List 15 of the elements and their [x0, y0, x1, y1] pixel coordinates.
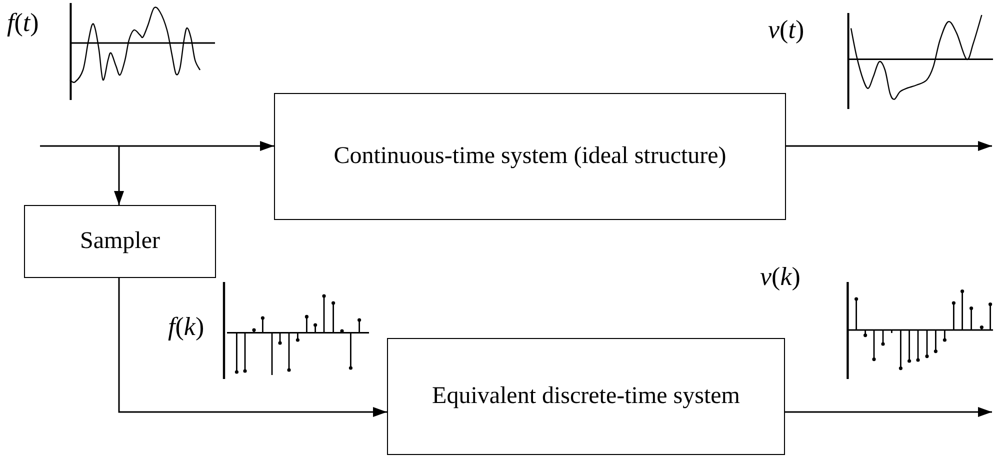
- arrow: [118, 278, 387, 417]
- signal-label: v(k): [760, 262, 800, 292]
- process-box: [274, 93, 786, 220]
- box-label: Equivalent discrete-time system: [432, 383, 740, 410]
- signal-label: v(t): [768, 15, 804, 45]
- arrow: [785, 407, 992, 417]
- process-box: [387, 338, 785, 455]
- box-label: Sampler: [80, 228, 160, 255]
- process-box: [24, 205, 216, 278]
- arrow: [786, 141, 992, 151]
- arrow: [40, 141, 274, 151]
- signal-label: f(t): [7, 8, 39, 38]
- arrow: [114, 146, 124, 205]
- box-label: Continuous-time system (ideal structure): [334, 143, 726, 170]
- signal-label: f(k): [168, 312, 204, 342]
